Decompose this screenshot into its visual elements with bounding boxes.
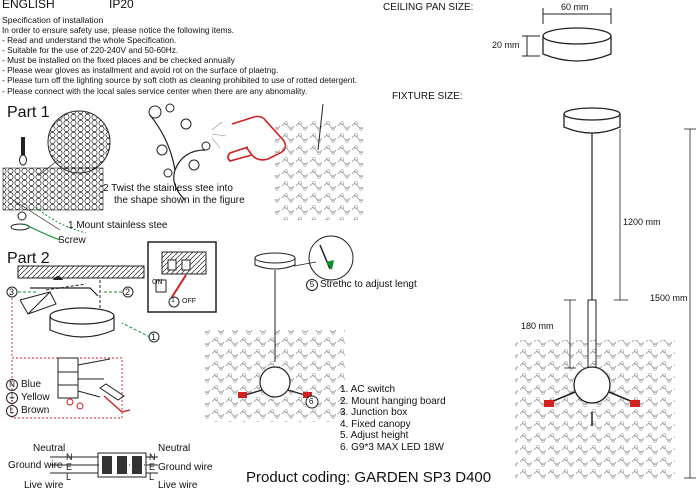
twist-step-line2: the shape shown in the figure <box>114 195 245 206</box>
cable-length-dim: 1200 mm <box>623 217 661 227</box>
terminal-n-right: N <box>149 452 156 462</box>
callout-2: 2 <box>125 287 131 297</box>
spec-line: - Please turn off the lighting source by… <box>2 75 357 86</box>
terminal-l-left: L <box>66 472 72 482</box>
spec-line: - Please wear gloves as installment and … <box>2 65 279 76</box>
terminal-neutral-left: Neutral <box>33 443 66 454</box>
middle-pendant-art <box>205 235 354 422</box>
wire-earth-badge: ⏚ <box>6 392 18 404</box>
wire-blue-label: Blue <box>21 379 42 390</box>
ceiling-pan-art <box>522 8 612 62</box>
terminal-ground-left: Ground wire <box>8 460 63 471</box>
terminal-l-right: L <box>149 472 155 482</box>
mount-step: 1 Mount stainless stee <box>68 220 168 231</box>
language-label: ENGLISH <box>2 0 55 11</box>
fixture-size-label: FIXTURE SIZE: <box>392 91 463 102</box>
legend-item: 4. Fixed canopy <box>340 418 411 430</box>
spec-list: In order to ensure safety use, please no… <box>2 25 357 96</box>
spec-line: - Must be installed on the fixed places … <box>2 55 235 66</box>
part2-title: Part 2 <box>7 250 50 267</box>
twist-step-line1: 2 Twist the stainless stee into <box>103 183 233 194</box>
pan-width-dim: 60 mm <box>561 2 589 12</box>
switch-off-label: OFF <box>182 298 196 305</box>
callout-6: 6 <box>309 397 314 406</box>
fixture-elevation-art <box>515 107 696 480</box>
spec-line: In order to ensure safety use, please no… <box>2 25 234 35</box>
spec-line: - Please connect with the local sales se… <box>2 85 308 96</box>
terminal-live-right: Live wire <box>158 480 198 491</box>
stretch-label: Strethc to adjust lengt <box>320 279 417 290</box>
terminal-block-art <box>50 452 158 478</box>
pan-height-dim: 20 mm <box>492 40 520 50</box>
total-height-dim: 1500 mm <box>650 293 688 303</box>
body-height-dim: 180 mm <box>521 321 554 331</box>
screw-label: Screw <box>58 235 86 246</box>
spec-title: Specification of installation <box>2 15 104 25</box>
callout-5: 5 <box>306 279 318 291</box>
wire-brown-label: Brown <box>21 405 50 416</box>
wire-l-badge: L <box>6 405 18 417</box>
part1-title: Part 1 <box>7 104 50 121</box>
legend-item: 1. AC switch <box>340 384 396 395</box>
legend-item: 5. Adjust height <box>340 430 409 442</box>
part2-art <box>6 241 217 419</box>
terminal-live-left: Live wire <box>24 480 64 491</box>
callout-3: 3 <box>9 287 15 297</box>
switch-on-label: ON <box>152 279 163 286</box>
ip-rating: IP20 <box>109 0 134 11</box>
terminal-e-right: E <box>149 462 156 472</box>
product-coding: Product coding: GARDEN SP3 D400 <box>246 469 492 486</box>
terminal-n-left: N <box>66 452 73 462</box>
spec-line: - Read and understand the whole Specific… <box>2 35 177 46</box>
legend-item: 3. Junction box <box>340 407 408 419</box>
part1-art <box>2 103 363 241</box>
switch-number: 1 <box>171 297 175 304</box>
legend-item: 2. Mount hanging board <box>340 395 446 407</box>
spec-line: - Suitable for the use of 220-240V and 5… <box>2 45 179 56</box>
callout-1: 1 <box>151 332 157 342</box>
terminal-neutral-right: Neutral <box>158 443 191 454</box>
parts-legend: 1. AC switch 2. Mount hanging board 3. J… <box>340 384 446 454</box>
ceiling-pan-size-label: CEILING PAN SIZE: <box>383 2 474 13</box>
terminal-ground-right: Ground wire <box>158 462 213 473</box>
legend-item: 6. G9*3 MAX LED 18W <box>340 441 444 453</box>
terminal-e-left: E <box>66 462 73 472</box>
wire-n-badge: N <box>6 379 18 391</box>
wire-yellow-label: Yellow <box>21 392 50 403</box>
